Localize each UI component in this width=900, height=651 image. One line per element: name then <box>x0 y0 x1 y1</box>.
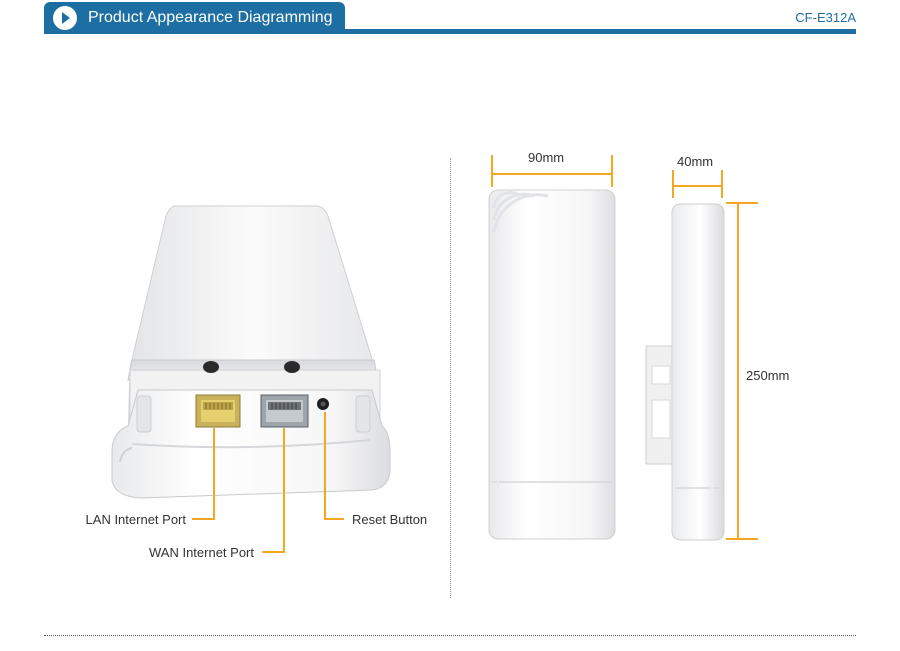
bottom-divider <box>44 635 856 636</box>
wifi-logo-icon <box>492 191 549 233</box>
callout-lines <box>192 412 344 553</box>
height-dimension-label: 250mm <box>746 368 790 383</box>
vertical-divider <box>450 158 451 598</box>
depth-dimension-label: 40mm <box>677 154 714 169</box>
header-tab <box>44 2 345 33</box>
device-perspective-view <box>111 205 391 499</box>
device-front-view <box>488 189 616 540</box>
wan-port-label: WAN Internet Port <box>149 545 254 560</box>
model-code: CF-E312A <box>795 10 856 25</box>
dimension-lines <box>491 155 758 540</box>
reset-button-label: Reset Button <box>352 512 428 527</box>
device-side-view <box>645 203 725 541</box>
section-title: Product Appearance Diagramming <box>88 9 333 26</box>
header-underline <box>44 29 856 34</box>
play-icon <box>53 6 77 30</box>
lan-port-label: LAN Internet Port <box>85 512 186 527</box>
width-dimension-label: 90mm <box>528 150 565 165</box>
